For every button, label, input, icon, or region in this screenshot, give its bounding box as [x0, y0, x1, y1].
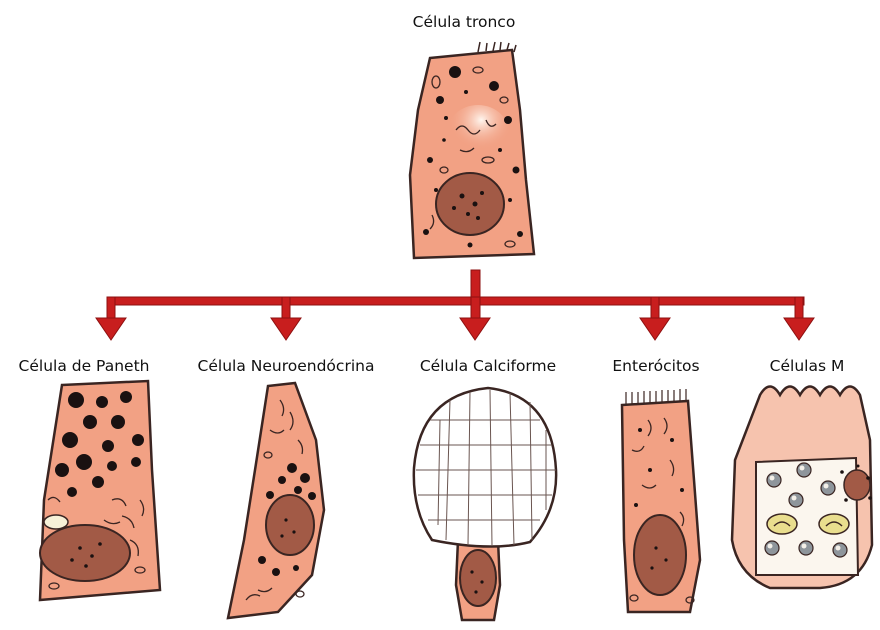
arrowhead-neuro	[271, 318, 301, 340]
arrowhead-calciforme	[460, 318, 490, 340]
arrow-branch-neuro	[282, 297, 290, 319]
arrow-branch-m	[795, 297, 803, 319]
arrowhead-enterocitos	[640, 318, 670, 340]
root-label: Célula tronco	[413, 13, 516, 31]
arrow-branch-enterocitos	[651, 297, 659, 319]
arrowhead-m	[784, 318, 814, 340]
stem-cell-illustration	[410, 42, 534, 258]
arrow-bar	[107, 297, 804, 305]
label-neuroendocrine: Célula Neuroendócrina	[198, 357, 375, 375]
label-calciforme: Célula Calciforme	[420, 357, 556, 375]
arrowhead-paneth	[96, 318, 126, 340]
m-cell-illustration	[732, 387, 872, 589]
arrow-connectors	[96, 270, 814, 340]
paneth-cell-illustration	[40, 381, 160, 600]
arrow-branch-calciforme	[471, 297, 480, 319]
label-enterocitos: Enterócitos	[612, 357, 699, 375]
label-paneth: Célula de Paneth	[19, 357, 150, 375]
arrow-branch-paneth	[107, 297, 115, 319]
neuroendocrine-cell-illustration	[228, 383, 324, 618]
arrow-stem	[471, 270, 480, 300]
goblet-cell-illustration	[414, 388, 556, 620]
enterocyte-illustration	[622, 389, 700, 612]
label-m-cells: Células M	[770, 357, 845, 375]
